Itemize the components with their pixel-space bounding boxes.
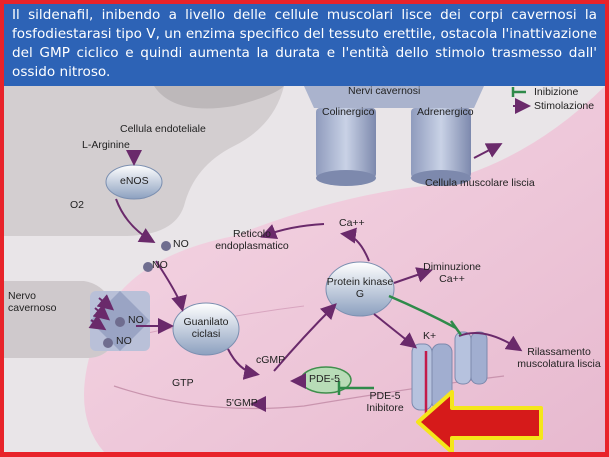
endothelial-top-shape [154, 86, 284, 109]
cholinergic-terminal [316, 108, 376, 178]
k-channel [411, 343, 433, 411]
label-adrenergico: Adrenergico [417, 106, 474, 118]
label-pde5: PDE-5 [309, 373, 340, 385]
legend-stimulation: Stimolazione [534, 100, 595, 112]
diagram-svg [4, 86, 605, 452]
label-reticolo: Reticolo endoplasmatico [215, 228, 289, 252]
protein-kinase-blob [325, 261, 395, 317]
label-5gmp: 5'GMP [226, 397, 258, 409]
label-no-4: NO [116, 335, 132, 347]
label-nervi-cavernosi: Nervi cavernosi [348, 86, 421, 97]
label-gtp: GTP [172, 377, 194, 389]
label-protein-kinase: Protein kinase G [326, 276, 394, 300]
label-no-2: NO [152, 259, 168, 271]
label-pde5-inhibitor: PDE-5 Inibitore [366, 390, 404, 414]
label-kplus: K+ [423, 330, 437, 342]
label-rilassamento: Rilassamento muscolatura liscia [517, 346, 601, 370]
label-cellula-muscolare: Cellula muscolare liscia [425, 177, 535, 189]
header-text: Il sildenafil, inibendo a livello delle … [4, 4, 605, 86]
label-cgmp: cGMP [256, 354, 286, 366]
label-nervo-cavernoso: Nervo cavernoso [8, 290, 57, 314]
signaling-diagram: Nervi cavernosi Colinergico Adrenergico … [4, 86, 605, 452]
label-o2: O2 [70, 199, 85, 211]
highlight-arrow [416, 390, 543, 452]
cavernous-nerve-shape [4, 281, 116, 358]
legend-inhibition: Inibizione [534, 86, 579, 98]
label-cellula-endoteliale: Cellula endoteliale [120, 123, 206, 135]
label-l-arginine: L-Arginine [82, 139, 130, 151]
label-guanilato: Guanilato ciclasi [183, 316, 229, 340]
ca-channel [454, 331, 472, 385]
label-colinergico: Colinergico [322, 106, 375, 118]
adrenergic-terminal [411, 108, 471, 178]
label-ca-top: Ca++ [339, 217, 365, 229]
label-diminuzione: Diminuzione Ca++ [423, 261, 481, 285]
endothelial-cell-shape [4, 86, 284, 236]
label-no-1: NO [173, 238, 189, 250]
label-no-3: NO [128, 314, 144, 326]
label-enos: eNOS [120, 175, 149, 187]
